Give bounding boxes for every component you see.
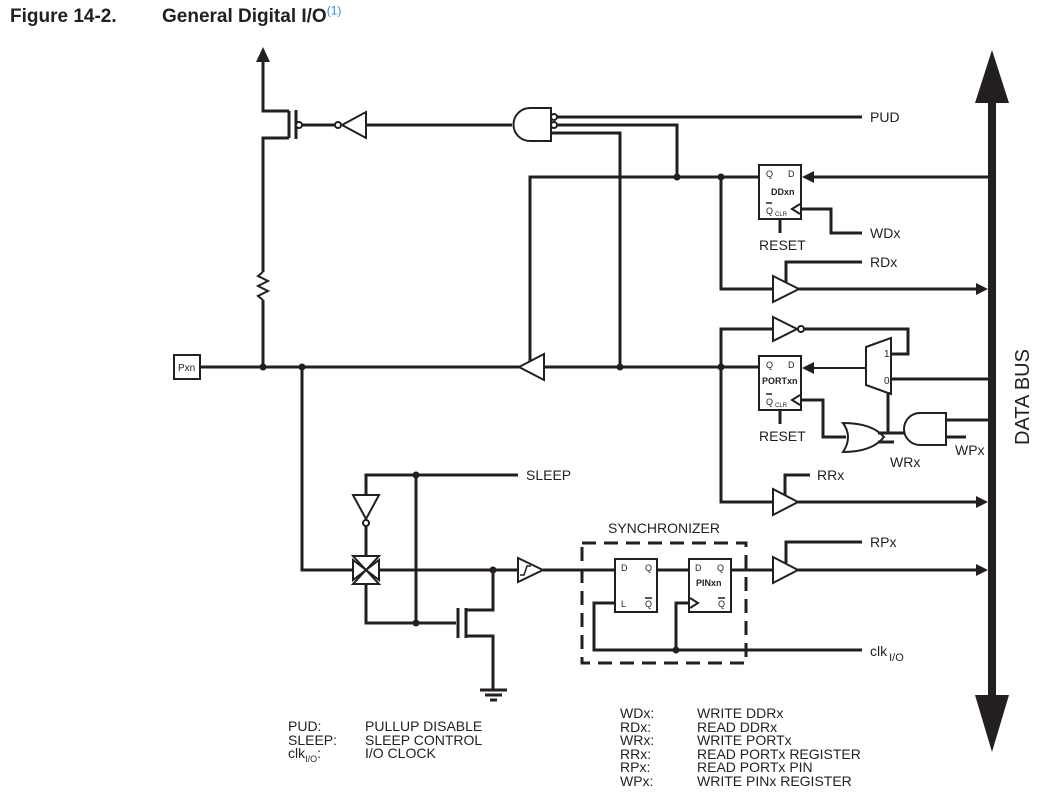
mux-in1: 1 — [884, 349, 890, 360]
legend-item: RPx: READ PORTx PIN — [620, 759, 861, 775]
legend-left: PUD: PULLUP DISABLE SLEEP: SLEEP CONTROL c… — [288, 718, 483, 766]
rpx-buffer-icon — [772, 555, 801, 585]
or-gate-icon — [841, 421, 886, 454]
pin-register-name: PINxn — [696, 578, 722, 588]
legend-key-suffix: : — [317, 745, 322, 761]
rdx-signal-label: RDx — [870, 254, 897, 270]
legend-value: WRITE DDRx — [697, 705, 784, 721]
legend-item: clkI/O:I/O CLOCK — [288, 745, 482, 766]
pullup-resistor-icon — [255, 271, 271, 301]
wdx-signal-label: WDx — [870, 225, 900, 241]
legend-key: WRx: — [620, 732, 655, 748]
port-reset-label: RESET — [759, 428, 806, 444]
pin-qbar-pin: Q — [718, 599, 725, 609]
mux-icon — [865, 336, 892, 396]
footnote-link[interactable]: (1) — [326, 3, 342, 18]
vcc-arrow-icon — [256, 47, 270, 62]
legend-key: RDx: — [620, 718, 652, 735]
sleep-signal-label: SLEEP — [526, 467, 571, 483]
pullup-circuit — [255, 47, 512, 367]
sleep-inverter-icon — [351, 494, 381, 522]
ddr-d-pin: D — [788, 169, 795, 179]
legend-value: I/O CLOCK — [365, 745, 436, 761]
port-region: Q D PORTxn Q CLR 1 0 RESET WRx WPx RRx — [719, 315, 992, 517]
wpx-and-gate-icon — [903, 412, 947, 446]
ddr-name: DDxn — [771, 187, 795, 197]
legend-value: WRITE PORTx — [697, 732, 792, 748]
rpx-signal-label: RPx — [870, 534, 896, 550]
pud-inverter-icon — [339, 110, 367, 140]
legend-value: READ DDRx — [697, 718, 778, 735]
legend-key-main: clk — [288, 745, 306, 761]
pin-q-pin: Q — [717, 563, 724, 573]
port-clr-pin: CLR — [775, 403, 788, 409]
input-path: SLEEP — [300, 367, 615, 702]
and-gate-icon — [512, 107, 552, 142]
port-q-pin: Q — [766, 360, 773, 370]
legend-key: WPx: — [620, 772, 654, 789]
data-bus: DATA BUS — [975, 50, 1034, 752]
pmos-bubble — [295, 121, 303, 129]
synchronizer-label: SYNCHRONIZER — [608, 520, 720, 536]
legend-item: WPx: WRITE PINx REGISTER — [620, 772, 861, 789]
data-bus-label: DATA BUS — [1012, 349, 1034, 445]
ddr-reset-label: RESET — [759, 237, 806, 253]
latch-q-pin: Q — [645, 563, 652, 573]
latch-block — [614, 558, 658, 613]
legend-item: WDx: WRITE DDRx — [620, 705, 861, 721]
wrx-signal-label: WRx — [890, 454, 920, 470]
bus-down-arrow-icon — [975, 695, 1009, 752]
latch-l-pin: L — [621, 599, 626, 609]
figure-title: Figure 14-2. General Digital I/O(1) — [10, 3, 342, 28]
transmission-gate-icon — [350, 555, 382, 572]
ddr-region: Q D DDxn Q CLR WDx RESET RDx — [528, 164, 992, 367]
port-name: PORTxn — [762, 376, 798, 386]
legend-value: READ PORTx PIN — [697, 759, 813, 775]
pxn-pin-label: Pxn — [178, 363, 195, 374]
latch-d-pin: D — [621, 563, 628, 573]
legend-item: WRx: WRITE PORTx — [620, 732, 861, 748]
mux-in0: 0 — [884, 376, 890, 387]
ddr-clr-pin: CLR — [775, 212, 788, 218]
port-d-pin: D — [788, 360, 795, 370]
wpx-signal-label: WPx — [955, 442, 985, 458]
synchronizer-box — [580, 541, 748, 665]
legend-key: RPx: — [620, 759, 651, 775]
bus-up-arrow-icon — [975, 50, 1009, 103]
legend-item: SLEEP: SLEEP CONTROL — [288, 731, 483, 748]
pud-signal-label: PUD — [870, 109, 900, 125]
legend-item: RDx: READ DDRx — [620, 718, 861, 735]
legend-value: SLEEP CONTROL — [365, 731, 483, 748]
legend-value: READ PORTx REGISTER — [697, 745, 861, 762]
toggle-inverter-icon — [772, 315, 800, 343]
schmitt-trigger-icon — [517, 556, 546, 584]
legend-key: WDx: — [620, 705, 655, 721]
rrx-buffer-icon — [772, 487, 801, 517]
ddr-q-pin: Q — [766, 169, 773, 179]
legend-key: SLEEP: — [288, 731, 338, 748]
legend-item: PUD: PULLUP DISABLE — [288, 718, 483, 734]
legend-key: RRx: — [620, 745, 652, 762]
port-qbar-pin: Q — [766, 397, 773, 407]
legend-key: PUD: — [288, 718, 322, 734]
figure-number: Figure 14-2. — [10, 6, 117, 27]
legend-right: WDx: WRITE DDRx RDx: READ DDRx WRx: WRITE P… — [620, 705, 861, 789]
figure-caption: General Digital I/O — [162, 6, 327, 27]
legend-key-sub: I/O — [305, 753, 318, 764]
latch-qbar-pin: Q — [645, 599, 652, 609]
pullup-and-gate: PUD — [512, 107, 900, 367]
legend-item: RRx: READ PORTx REGISTER — [620, 745, 861, 762]
legend-value: PULLUP DISABLE — [365, 718, 483, 734]
rrx-signal-label: RRx — [817, 467, 844, 483]
legend-value: WRITE PINx REGISTER — [697, 772, 852, 789]
pin-d-pin: D — [695, 563, 702, 573]
legend-key: clkI/O: — [288, 745, 365, 766]
pin-region: Pxn — [173, 352, 759, 382]
ddr-qbar-pin: Q — [766, 206, 773, 216]
